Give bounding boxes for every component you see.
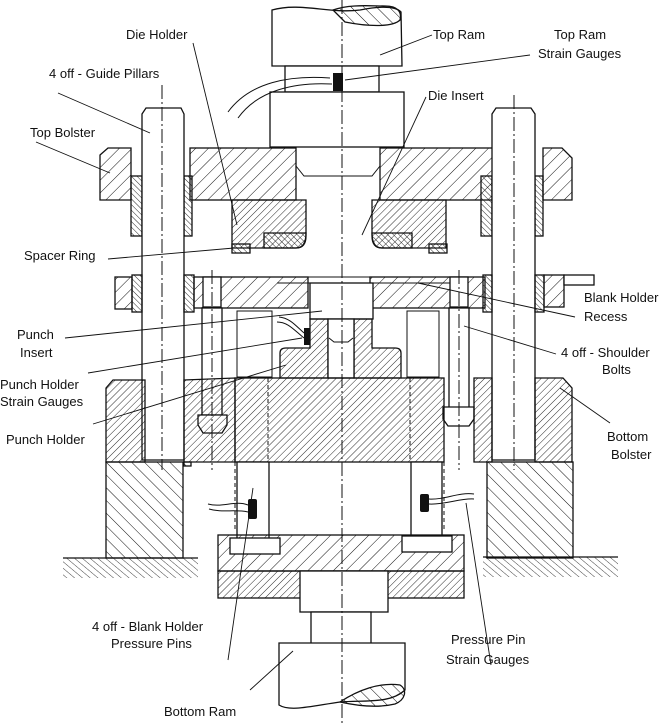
label-punch-insert-line1: Punch [17,327,54,342]
top-ram [269,5,405,148]
label-punch-insert-line2: Insert [20,345,53,360]
label-pressure-pins-line1: 4 off - Blank Holder [92,619,204,634]
punch-holder [279,318,402,379]
top-ram-strain-gauge [333,73,343,91]
label-die-insert: Die Insert [428,88,484,103]
punch-holder-strain-gauge [304,328,310,345]
label-pressure-pins-line2: Pressure Pins [111,636,192,651]
label-top-ram-strain-gauges-line2: Strain Gauges [538,46,622,61]
label-bottom-bolster-line2: Bolster [611,447,652,462]
label-spacer-ring: Spacer Ring [24,248,96,263]
ground-right [483,557,618,577]
label-top-ram-strain-gauges-line1: Top Ram [554,27,606,42]
label-guide-pillars: 4 off - Guide Pillars [49,66,160,81]
top-ram-gauge-wire [227,76,333,119]
leader-lines [35,34,611,691]
label-punch-holder: Punch Holder [6,432,85,447]
label-punch-holder-strain-gauges-line2: Strain Gauges [0,394,84,409]
top-bolster [99,147,573,237]
label-blank-holder-recess-line1: Blank Holder [584,290,659,305]
label-top-ram: Top Ram [433,27,485,42]
label-top-bolster: Top Bolster [30,125,96,140]
label-pressure-pin-strain-gauges-line2: Strain Gauges [446,652,530,667]
label-bottom-ram: Bottom Ram [164,704,236,719]
label-punch-holder-strain-gauges-line1: Punch Holder [0,377,79,392]
ground-left [63,558,198,578]
pressure-pin-strain-gauge-right [420,494,429,512]
die-insert [263,232,413,249]
label-blank-holder-recess-line2: Recess [584,309,628,324]
bottom-ram [278,611,406,709]
label-die-holder: Die Holder [126,27,188,42]
pressure-pin-plate [217,534,465,613]
label-bottom-bolster-line1: Bottom [607,429,648,444]
label-pressure-pin-strain-gauges-line1: Pressure Pin [451,632,525,647]
label-shoulder-bolts-line1: 4 off - Shoulder [561,345,650,360]
bottom-bolster [105,377,574,559]
label-shoulder-bolts-line2: Bolts [602,362,631,377]
